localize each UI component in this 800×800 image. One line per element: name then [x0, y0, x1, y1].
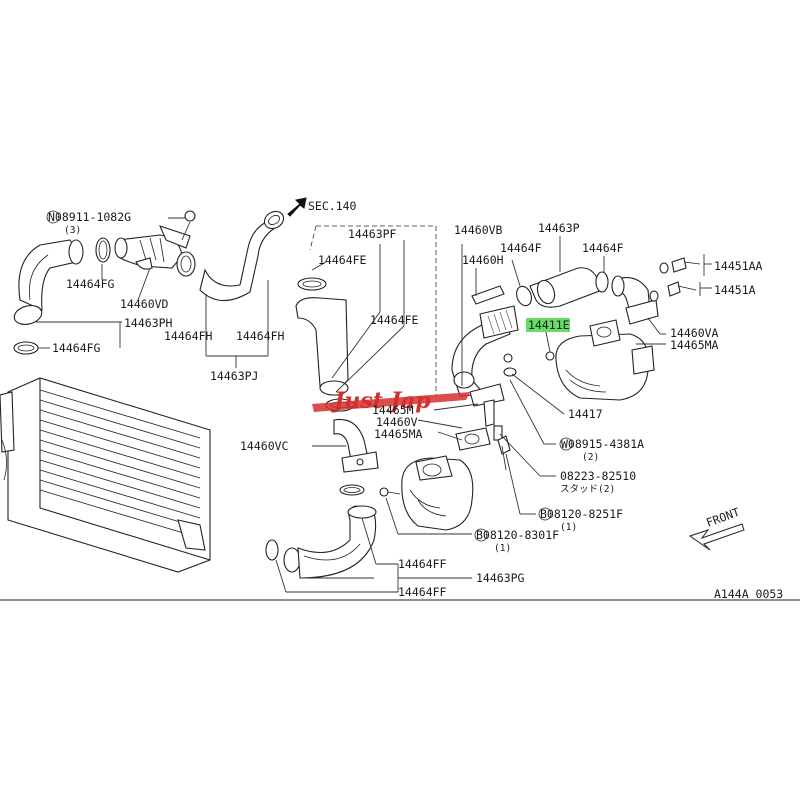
- gasket-14460h: [471, 285, 505, 305]
- label-14465ma-b: 14465MA: [374, 427, 423, 441]
- bolt-14451aa: [659, 257, 701, 274]
- clamp-14464fg-b: [13, 341, 39, 355]
- gasket-14465ma: [455, 427, 491, 451]
- label-b08120-8301f-qty: (1): [494, 543, 511, 554]
- elbow-14460va: [611, 275, 659, 325]
- label-14460vd: 14460VD: [120, 297, 169, 311]
- left-intake-pipe: [13, 239, 84, 325]
- label-14463p: 14463P: [538, 221, 580, 235]
- label-sec-140: SEC.140: [308, 199, 357, 213]
- label-14451a: 14451A: [714, 283, 756, 297]
- label-w08915-4381a-qty: (2): [582, 452, 599, 463]
- label-14464fg-a: 14464FG: [66, 277, 115, 291]
- highlight-14411e: [526, 318, 570, 332]
- label-14464f-a: 14464F: [500, 241, 542, 255]
- outlet-14460v: [451, 305, 519, 427]
- clamp-14464fg-a: [95, 237, 111, 263]
- label-14463ph: 14463PH: [124, 316, 173, 330]
- label-14464fe-b: 14464FE: [370, 313, 419, 327]
- label-14411e: 14411E: [528, 318, 570, 332]
- pipe-14463p: [529, 267, 603, 308]
- sec-140-arrow: [287, 197, 307, 217]
- label-w08915-4381a: W08915-4381A: [561, 437, 644, 451]
- label-14464f-b: 14464F: [582, 241, 624, 255]
- label-14460va: 14460VA: [670, 326, 719, 340]
- section-dashed-outline: [309, 225, 437, 396]
- stud-08223-82510: [493, 423, 503, 441]
- intercooler-core: [0, 377, 211, 573]
- watermark-logo: Just Jap: [312, 388, 470, 414]
- label-b08120-8301f: B08120-8301F: [476, 528, 559, 542]
- clamp-14464f-b: [595, 271, 609, 293]
- label-diagram-code: A144A 0053: [714, 587, 783, 601]
- label-14460vc: 14460VC: [240, 439, 289, 453]
- label-14464fh-a: 14464FH: [164, 329, 213, 343]
- label-14464ff-b: 14464FF: [398, 585, 447, 599]
- clamp-14464f-a: [516, 285, 532, 307]
- label-14465m: 14465M: [372, 403, 414, 417]
- front-arrow: [688, 523, 745, 551]
- label-14463pg: 14463PG: [476, 571, 525, 585]
- turbo-front: [379, 455, 474, 531]
- turbo-rear: [555, 319, 655, 401]
- washer-w08915: [503, 353, 517, 377]
- label-14460vb: 14460VB: [454, 223, 503, 237]
- part-labels: N08911-1082G (3) 14464FG 14460VD 14463PH…: [46, 199, 783, 601]
- leader-lines: [36, 217, 712, 593]
- label-14464fe-a: 14464FE: [318, 253, 367, 267]
- label-14463pf: 14463PF: [348, 227, 397, 241]
- label-14464fh-b: 14464FH: [236, 329, 285, 343]
- label-b08120-8251f-qty: (1): [560, 522, 577, 533]
- label-b08120-8251f: B08120-8251F: [540, 507, 623, 521]
- label-14417: 14417: [568, 407, 603, 421]
- label-14464ff-a: 14464FF: [398, 557, 447, 571]
- label-n08911-1082g-qty: (3): [64, 225, 81, 236]
- pipe-14463pg: [265, 505, 377, 579]
- label-14464fg-b: 14464FG: [52, 341, 101, 355]
- label-08223-82510: 08223-82510: [560, 469, 636, 483]
- label-n08911-1082g: N08911-1082G: [48, 210, 131, 224]
- label-14451aa: 14451AA: [714, 259, 763, 273]
- label-stud-note: スタッド(2): [560, 484, 615, 495]
- label-14463pj: 14463PJ: [210, 369, 258, 383]
- throttle-pipe-14460vd: [114, 210, 196, 270]
- watermark-text: Just Jap: [330, 388, 431, 414]
- label-14460h: 14460H: [462, 253, 504, 267]
- elbow-14460vc: [333, 418, 379, 496]
- nut-14411e: [545, 351, 555, 361]
- label-14460v: 14460V: [376, 415, 418, 429]
- label-14465ma-a: 14465MA: [670, 338, 719, 352]
- bolt-14451a: [649, 281, 697, 302]
- pipe-14463pj: [176, 210, 285, 302]
